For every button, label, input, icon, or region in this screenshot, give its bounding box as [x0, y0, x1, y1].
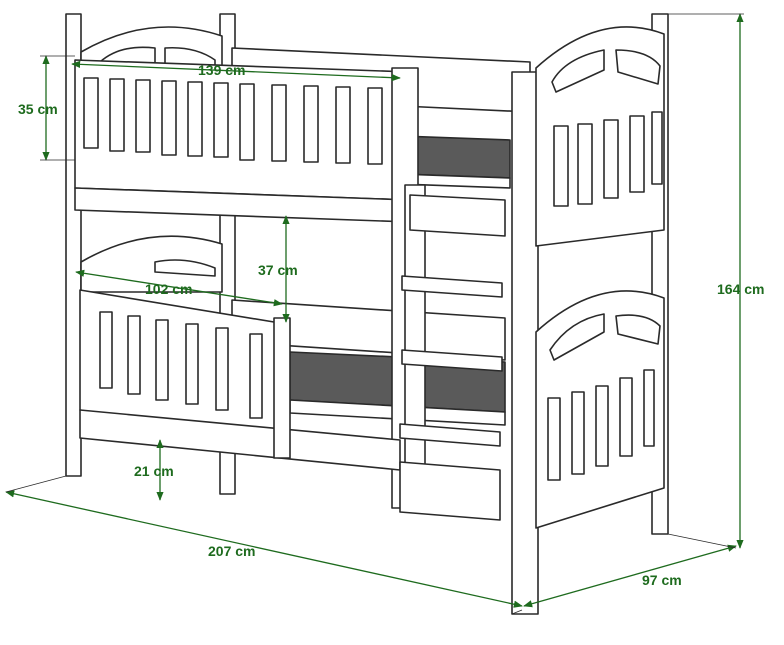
label-37cm: 37 cm	[258, 262, 298, 278]
label-164cm: 164 cm	[717, 281, 765, 297]
label-207cm: 207 cm	[208, 543, 256, 559]
label-35cm: 35 cm	[18, 101, 58, 117]
label-21cm: 21 cm	[134, 463, 174, 479]
ladder-rung-3	[401, 349, 503, 372]
label-97cm: 97 cm	[642, 572, 682, 588]
dim-line-139	[71, 60, 401, 82]
ladder-rung-4	[399, 423, 501, 447]
ladder-rail	[404, 184, 426, 506]
label-139cm: 139 cm	[198, 62, 246, 78]
dim-line-102	[75, 269, 283, 307]
ladder-rung-2	[401, 275, 503, 298]
dim-line-207	[5, 490, 523, 608]
dim-line-97	[523, 544, 737, 608]
lower-side-board	[399, 461, 501, 521]
label-102cm: 102 cm	[145, 281, 193, 297]
ladder-rung-1	[409, 194, 506, 237]
front-right-post	[511, 71, 539, 615]
